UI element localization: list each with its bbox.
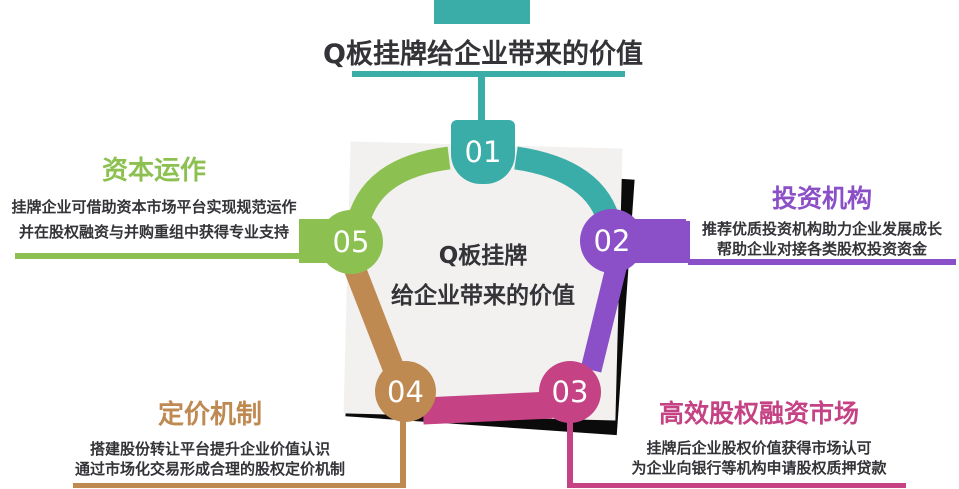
top-left-label-underline xyxy=(15,253,329,259)
center-caption-line1: Q板挂牌 xyxy=(438,243,528,269)
bottom-right-label-underline xyxy=(567,483,906,488)
label-bottom-right: 高效股权融资市场 挂牌后企业股权价值获得市场认可 为企业向银行等机构申请股权质押… xyxy=(598,399,920,478)
title-underline xyxy=(352,71,625,77)
label-bottom-left-title: 定价机制 xyxy=(157,400,262,430)
bottom-left-label-underline xyxy=(73,483,406,488)
node-03: 03 xyxy=(539,361,601,423)
node-01: 01 xyxy=(451,120,515,184)
center-caption: Q板挂牌 给企业带来的价值 xyxy=(363,236,603,316)
label-bottom-right-title: 高效股权融资市场 xyxy=(658,399,859,428)
label-top-left: 资本运作 挂牌企业可借助资本市场平台实现规范运作 并在股权融资与并购重组中获得专… xyxy=(0,156,308,245)
label-bottom-left-body-line2: 通过市场化交易形成合理的股权定价机制 xyxy=(74,460,345,478)
label-bottom-left-body-line1: 搭建股份转让平台提升企业价值认识 xyxy=(89,440,330,458)
title-connector-line xyxy=(478,74,485,124)
center-caption-line2: 给企业带来的价值 xyxy=(391,283,575,309)
node-03-riser xyxy=(567,421,573,484)
label-bottom-right-body-line1: 挂牌后企业股权价值获得市场认可 xyxy=(646,439,872,457)
label-top-left-body-line2: 并在股权融资与并购重组中获得专业支持 xyxy=(18,223,289,241)
label-bottom-right-body-line2: 为企业向银行等机构申请股权质押贷款 xyxy=(631,459,887,477)
node-04-riser xyxy=(400,421,406,485)
label-right-body-line1: 推荐优质投资机构助力企业发展成长 xyxy=(701,220,942,238)
label-right: 投资机构 推荐优质投资机构助力企业发展成长 帮助企业对接各类股权投资资金 xyxy=(688,184,956,259)
header-tab xyxy=(434,0,530,24)
node-05: 05 xyxy=(319,210,383,274)
node-02-riser xyxy=(681,221,690,263)
label-bottom-left: 定价机制 搭建股份转让平台提升企业价值认识 通过市场化交易形成合理的股权定价机制 xyxy=(30,400,390,479)
node-04: 04 xyxy=(375,361,436,422)
edge-04-05 xyxy=(342,260,404,371)
right-label-underline xyxy=(688,259,956,265)
edge-03-04 xyxy=(422,391,553,425)
node-02: 02 xyxy=(580,209,644,273)
label-right-body-line2: 帮助企业对接各类股权投资资金 xyxy=(716,240,927,258)
label-top-left-body-line1: 挂牌企业可借助资本市场平台实现规范运作 xyxy=(11,198,297,216)
page-title: Q板挂牌给企业带来的价值 xyxy=(323,39,643,70)
label-right-title: 投资机构 xyxy=(771,184,872,213)
edge-02-03 xyxy=(580,261,628,373)
label-top-left-title: 资本运作 xyxy=(101,156,206,186)
